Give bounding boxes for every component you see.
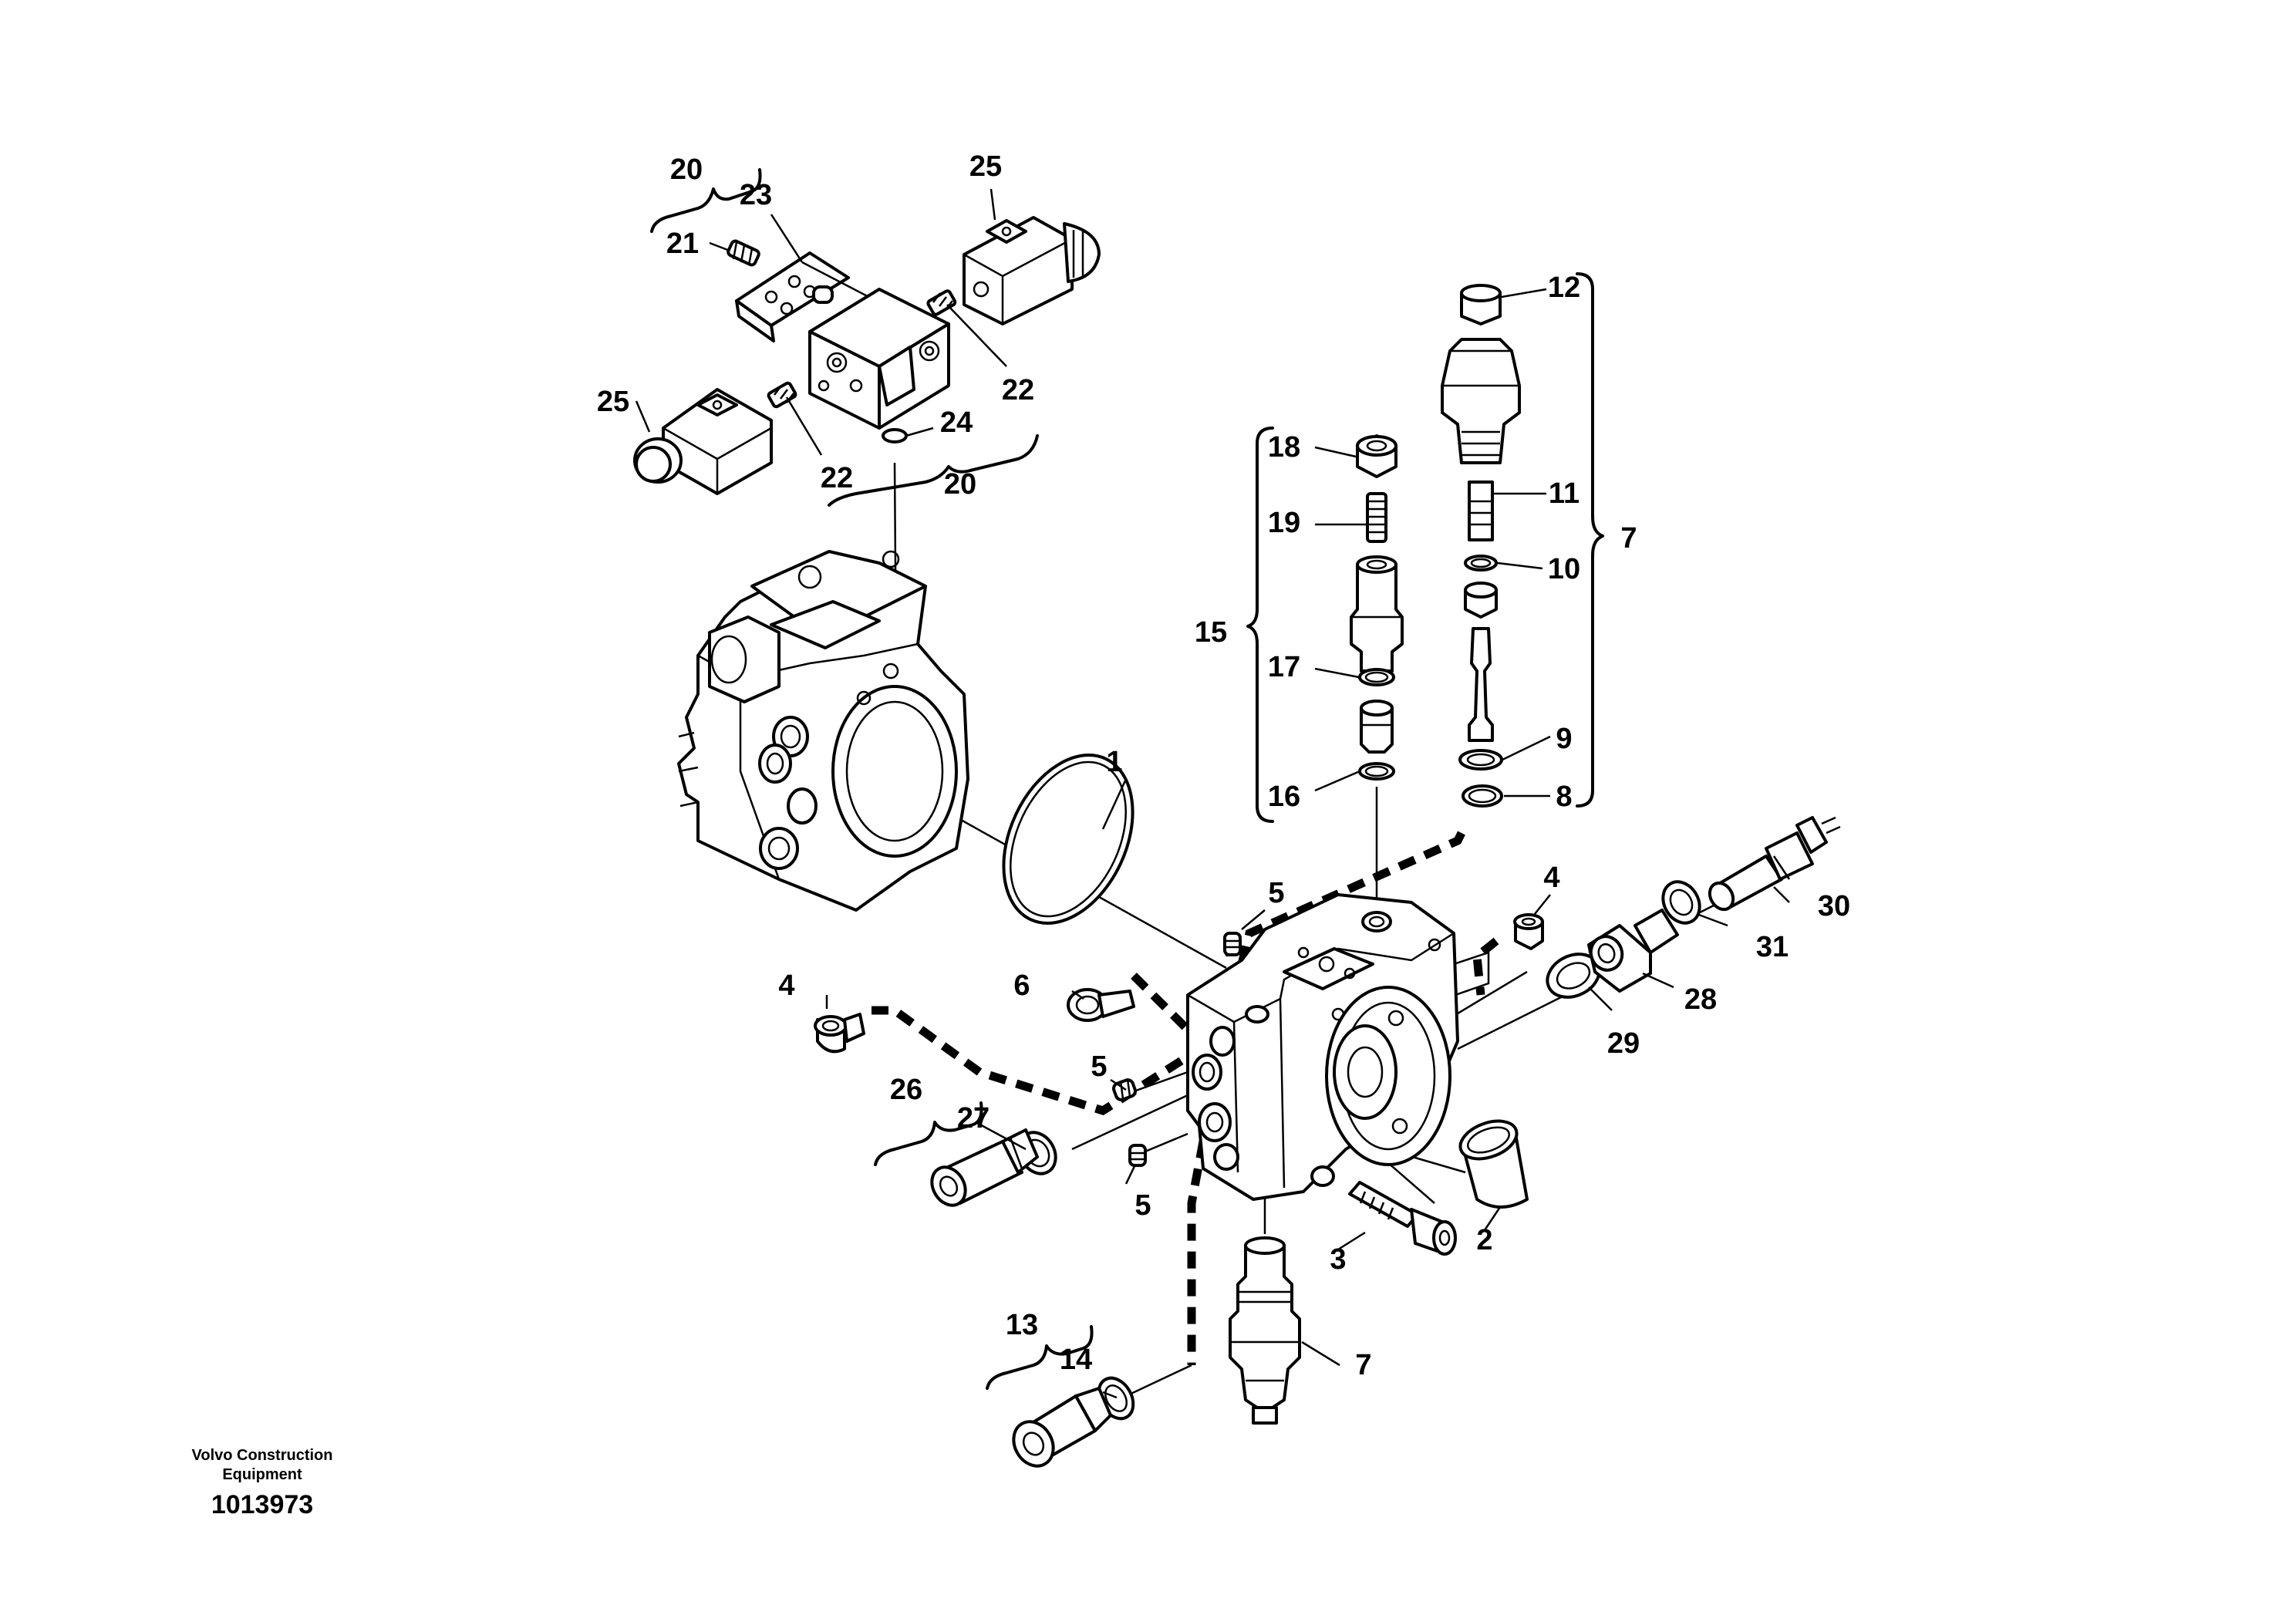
set-screw-lower: [1128, 1144, 1147, 1167]
adapter-28: [1587, 909, 1679, 993]
cap-screw: [1348, 1181, 1457, 1256]
plug-6: [1067, 988, 1135, 1022]
callout-9: 9: [1556, 723, 1572, 755]
screw: [727, 239, 760, 267]
callout-26: 26: [890, 1074, 922, 1106]
ring: [1464, 555, 1498, 572]
callout-5-lower: 5: [1135, 1189, 1151, 1222]
callout-13: 13: [1006, 1309, 1038, 1341]
callout-4-right: 4: [1543, 862, 1559, 894]
credit-block: Volvo Construction Equipment 1013973: [192, 1447, 333, 1519]
valve-stack-left: [1350, 434, 1404, 781]
backup-ring: [1458, 749, 1503, 771]
callout-11: 11: [1549, 477, 1580, 510]
small-parts: [814, 913, 1544, 1167]
callout-3: 3: [1330, 1243, 1346, 1276]
washer-31: [1661, 880, 1701, 925]
brace-20-top: [650, 168, 762, 233]
callout-22-left: 22: [821, 462, 853, 494]
callout-17: 17: [1268, 651, 1300, 683]
bushing: [1458, 1119, 1529, 1209]
callout-8: 8: [1556, 781, 1572, 813]
valve-stem: [1468, 627, 1494, 742]
callout-21: 21: [666, 228, 699, 260]
o-ring-large: [1002, 754, 1135, 925]
valve-stack-right: [1441, 284, 1521, 808]
callout-31: 31: [1756, 931, 1789, 963]
callout-10: 10: [1548, 553, 1580, 585]
callout-19: 19: [1268, 507, 1300, 539]
callout-29: 29: [1607, 1027, 1640, 1060]
callout-20-top: 20: [670, 153, 703, 186]
dashed-line-plug-4-right: [1472, 937, 1499, 996]
callout-15: 15: [1195, 616, 1227, 649]
callout-7-lower: 7: [1355, 1349, 1371, 1381]
callout-leaders: [635, 188, 1790, 1399]
callout-5-middle: 5: [1091, 1050, 1107, 1083]
credit-line-1: Volvo Construction: [192, 1447, 333, 1464]
dashed-line-valve-13: [1187, 1140, 1208, 1365]
callout-30: 30: [1818, 890, 1850, 922]
solenoid-coil-left: [633, 388, 773, 495]
callout-16: 16: [1268, 781, 1300, 813]
solenoid-coil-right: [963, 216, 1101, 325]
callout-24: 24: [940, 406, 973, 439]
credit-line-2: Equipment: [222, 1466, 302, 1483]
washer-29: [1546, 953, 1601, 999]
callout-22-right: 22: [1002, 374, 1034, 406]
fitting-27: [930, 1128, 1057, 1207]
callout-7-stack: 7: [1620, 522, 1637, 555]
spring-left: [767, 381, 797, 409]
callout-18: 18: [1268, 431, 1300, 464]
o-ring-small: [882, 428, 908, 443]
sensor-30: [1708, 816, 1841, 912]
brace-20-bottom: [828, 434, 1039, 507]
spring-guide: [1468, 481, 1494, 541]
brace-13: [986, 1325, 1094, 1390]
fitting-13: [1012, 1376, 1135, 1468]
callout-12: 12: [1548, 271, 1580, 304]
callout-labels: 1 2 3 4 4 5 5 5 6 7 7 8 9 10 11 12 13 14…: [597, 150, 1850, 1381]
brace-26: [874, 1101, 983, 1166]
callout-6: 6: [1013, 969, 1030, 1002]
callout-2: 2: [1476, 1224, 1492, 1256]
brace-15: [1246, 427, 1274, 823]
dashed-line-plug-6: [1131, 973, 1206, 1048]
callout-25-right: 25: [969, 150, 1002, 183]
spring-right: [926, 289, 957, 316]
dowel-pin: [812, 285, 834, 304]
callout-25-left: 25: [597, 386, 629, 418]
callout-14: 14: [1060, 1344, 1092, 1376]
braces: [650, 168, 1604, 1390]
cover-plate-edge: [735, 299, 775, 342]
callout-20-bottom: 20: [944, 468, 976, 501]
plug-4-right: [1513, 913, 1544, 950]
callout-23: 23: [740, 179, 772, 211]
housing-bore: [831, 685, 958, 858]
plug-left: [814, 1013, 865, 1054]
pump-housing: [677, 550, 969, 912]
brace-7: [1576, 272, 1604, 808]
callout-5-top: 5: [1268, 877, 1284, 909]
solenoid-valve-assembly: [633, 216, 1101, 495]
document-number: 1013973: [211, 1490, 313, 1519]
callout-1: 1: [1106, 746, 1122, 778]
set-screw-top: [1223, 932, 1242, 956]
cartridge-valve-lower: [1229, 1236, 1301, 1425]
dashed-line-cartridge-7: [1229, 831, 1465, 996]
callout-28: 28: [1684, 983, 1717, 1016]
callout-27: 27: [957, 1102, 990, 1135]
callout-4-left: 4: [778, 969, 794, 1002]
valve-housing: [1186, 893, 1490, 1201]
